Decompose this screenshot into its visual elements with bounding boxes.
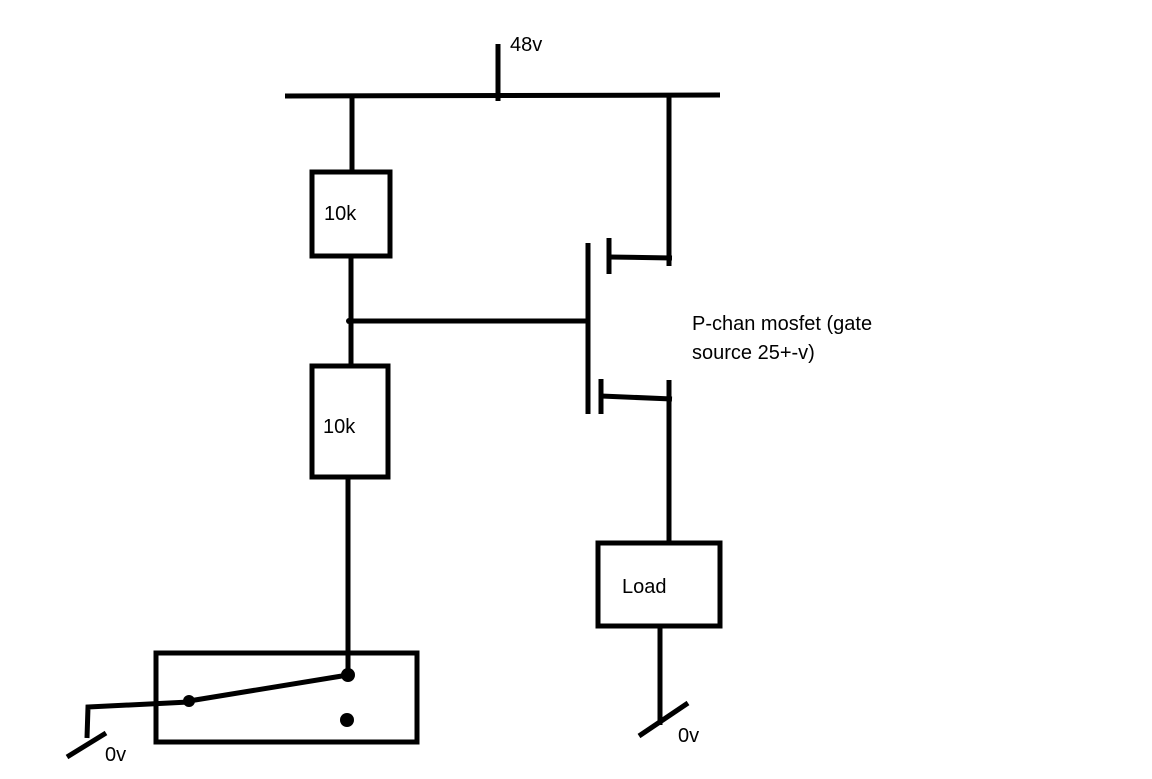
mosfet-label-line2: source 25+-v): [692, 342, 815, 364]
mosfet-source-lead: [608, 254, 673, 261]
ground-right-symbol: [637, 700, 690, 739]
switch-contact-pivot: [183, 695, 195, 707]
mosfet-label-line1: P-chan mosfet (gate: [692, 313, 872, 335]
divider-node: [346, 318, 352, 324]
switch-box: [153, 650, 420, 745]
ground-left-symbol: [65, 730, 108, 760]
resistor-bottom-label: 10k: [323, 416, 356, 438]
ground-left-label: 0v: [105, 744, 126, 766]
switch-contact-bottom: [340, 713, 354, 727]
supply-rail: [284, 92, 721, 99]
mosfet-drain-lead: [600, 393, 673, 402]
switch-lever: [188, 672, 349, 704]
load-label: Load: [622, 576, 667, 598]
switch-input-wire: [84, 699, 190, 739]
supply-label: 48v: [510, 34, 542, 56]
switch-contact-top: [341, 668, 355, 682]
resistor-top-label: 10k: [324, 203, 357, 225]
ground-right-label: 0v: [678, 725, 699, 747]
